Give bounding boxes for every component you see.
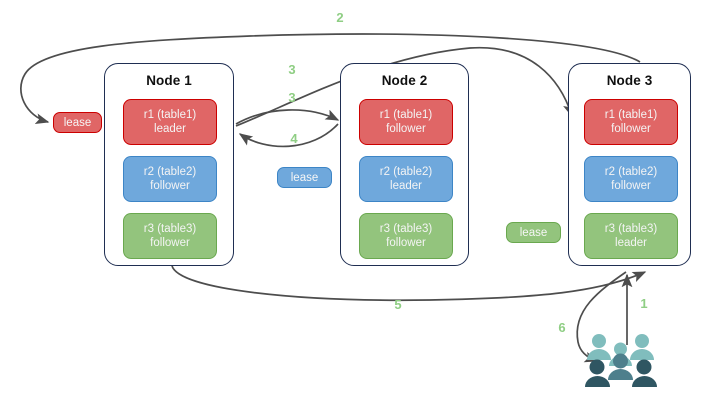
replica-name: r2 (table2) <box>143 165 197 178</box>
replica-name: r1 (table1) <box>379 108 433 121</box>
replica-role: follower <box>386 123 426 135</box>
replica-box[interactable]: r1 (table1) follower <box>584 99 678 145</box>
replica-name: r1 (table1) <box>604 108 658 121</box>
arrow-step-3-lower <box>235 109 340 125</box>
step-label-6: 6 <box>558 320 566 335</box>
lease-badge-green[interactable]: lease <box>506 222 561 243</box>
node-container-2[interactable]: Node 2 r1 (table1) follower r2 (table2) … <box>340 63 469 266</box>
step-label-4: 4 <box>290 131 298 146</box>
replica-role: follower <box>150 180 190 192</box>
replica-box[interactable]: r2 (table2) follower <box>123 156 217 202</box>
replica-name: r3 (table3) <box>379 222 433 235</box>
replica-role: follower <box>611 180 651 192</box>
lease-label: lease <box>519 226 548 239</box>
users-group-icon <box>585 334 657 387</box>
node-title: Node 1 <box>146 73 192 88</box>
replica-name: r2 (table2) <box>604 165 658 178</box>
replica-box[interactable]: r1 (table1) follower <box>359 99 453 145</box>
node-container-1[interactable]: Node 1 r1 (table1) leader r2 (table2) fo… <box>104 63 234 266</box>
replica-name: r2 (table2) <box>379 165 433 178</box>
step-label-3-upper: 3 <box>288 62 296 77</box>
replica-role: leader <box>615 237 647 249</box>
replica-box[interactable]: r1 (table1) leader <box>123 99 217 145</box>
lease-badge-blue[interactable]: lease <box>277 167 332 188</box>
node-title: Node 3 <box>606 73 653 88</box>
replica-box[interactable]: r3 (table3) follower <box>359 213 453 259</box>
replica-role: follower <box>611 123 651 135</box>
lease-label: lease <box>290 171 319 184</box>
node-container-3[interactable]: Node 3 r1 (table1) follower r2 (table2) … <box>568 63 691 266</box>
lease-label: lease <box>63 116 92 129</box>
step-label-3-lower: 3 <box>288 90 296 105</box>
replica-box[interactable]: r3 (table3) follower <box>123 213 217 259</box>
replica-box[interactable]: r3 (table3) leader <box>584 213 678 259</box>
step-label-1: 1 <box>640 296 648 311</box>
replica-role: follower <box>150 237 190 249</box>
arrow-step-5 <box>171 265 647 302</box>
replica-box[interactable]: r2 (table2) follower <box>584 156 678 202</box>
node-title: Node 2 <box>381 73 428 88</box>
replica-name: r1 (table1) <box>143 108 197 121</box>
step-label-5: 5 <box>394 297 402 312</box>
replica-role: leader <box>154 123 186 135</box>
replica-name: r3 (table3) <box>604 222 658 235</box>
replica-name: r3 (table3) <box>143 222 197 235</box>
replica-box[interactable]: r2 (table2) leader <box>359 156 453 202</box>
replica-role: follower <box>386 237 426 249</box>
replica-role: leader <box>390 180 422 192</box>
lease-badge-red[interactable]: lease <box>53 112 102 133</box>
step-label-2: 2 <box>336 10 344 25</box>
